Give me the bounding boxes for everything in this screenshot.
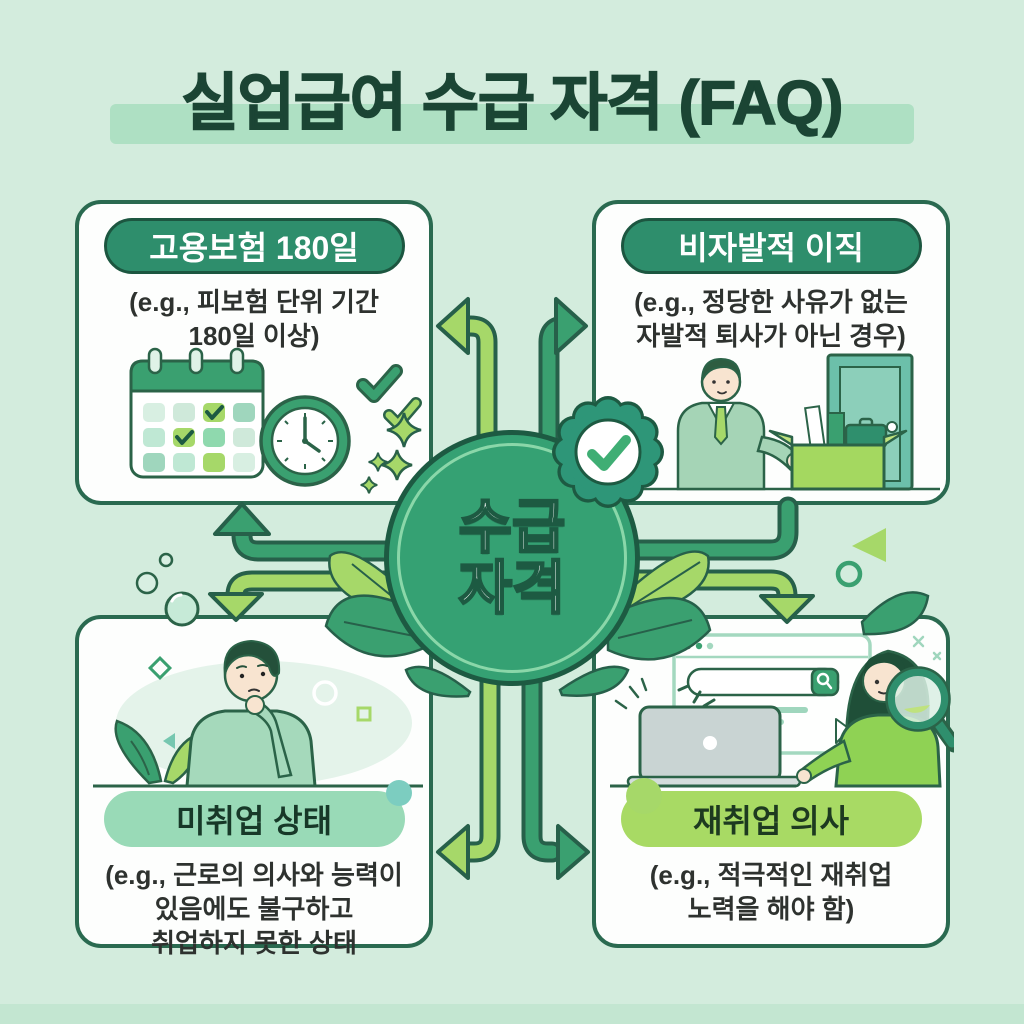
page-title-wrap: 실업급여 수급 자격 (FAQ)	[0, 52, 1024, 144]
card-body-text: (e.g., 적극적인 재취업 노력을 해야 함)	[649, 860, 893, 924]
calendar-clock-icon	[129, 347, 422, 494]
laptop-icon	[626, 705, 802, 788]
square-deco	[356, 706, 372, 722]
plant-icon	[114, 719, 203, 785]
job-search-laptop-icon	[610, 633, 954, 788]
sparkle-x-icon	[912, 635, 942, 661]
calendar-cells	[143, 403, 255, 472]
thinking-person-icon	[93, 639, 423, 788]
man-leaving-with-box-icon	[614, 353, 940, 491]
sparkle-icon	[368, 412, 422, 472]
clock-icon	[259, 395, 351, 487]
circle-label-line2: 자격	[457, 556, 566, 621]
arrow-heads	[208, 297, 815, 880]
diamond-deco	[147, 655, 173, 681]
card-header-pill: 미취업 상태	[103, 791, 405, 847]
card-body-text: (e.g., 피보험 단위 기간 180일 이상)	[129, 287, 379, 351]
circle-outline-deco	[835, 560, 863, 588]
card-body-text: (e.g., 정당한 사유가 없는 자발적 퇴사가 아닌 경우)	[634, 287, 908, 351]
card-header-pill: 고용보험 180일	[103, 218, 405, 274]
card-unemployed-status: 미취업 상태 (e.g., 근로의 의사와 능력이 있음에도 불구하고 취업하지…	[75, 615, 433, 958]
bubble-deco	[135, 552, 200, 627]
search-icon	[816, 672, 830, 686]
circle-label-line1: 수급	[457, 494, 566, 560]
triangle-deco	[163, 733, 175, 749]
spark-lines	[614, 677, 648, 710]
card-header-pill: 비자발적 이직	[620, 218, 922, 274]
card-employment-insurance: 고용보험 180일 (e.g., 피보험 단위 기간 180일 이상)	[75, 200, 433, 505]
bottom-strip	[0, 1004, 1024, 1024]
title-highlight-bar	[110, 104, 914, 144]
teal-dot-deco	[386, 780, 412, 806]
triangle-deco	[852, 528, 886, 562]
page-title: 실업급여 수급 자격 (FAQ)	[181, 68, 844, 139]
card-body-text: (e.g., 근로의 의사와 능력이 있음에도 불구하고 취업하지 못한 상태	[105, 860, 403, 958]
circle-deco	[312, 680, 338, 706]
card-reemployment-intent: 재취업 의사 (e.g., 적극적인 재취업 노력을 해야 함)	[592, 615, 954, 948]
person-with-box	[676, 357, 908, 491]
sparkle-icon	[360, 449, 413, 494]
lime-dot-deco	[626, 778, 662, 814]
burst-deco	[677, 684, 716, 708]
magnifier-icon	[885, 666, 954, 753]
thinking-person	[185, 639, 317, 788]
badge-check-icon	[552, 396, 664, 508]
card-header-pill: 재취업 의사	[620, 791, 922, 847]
eligibility-circle: 수급 자격	[384, 430, 640, 686]
leaf-icon	[324, 550, 930, 698]
